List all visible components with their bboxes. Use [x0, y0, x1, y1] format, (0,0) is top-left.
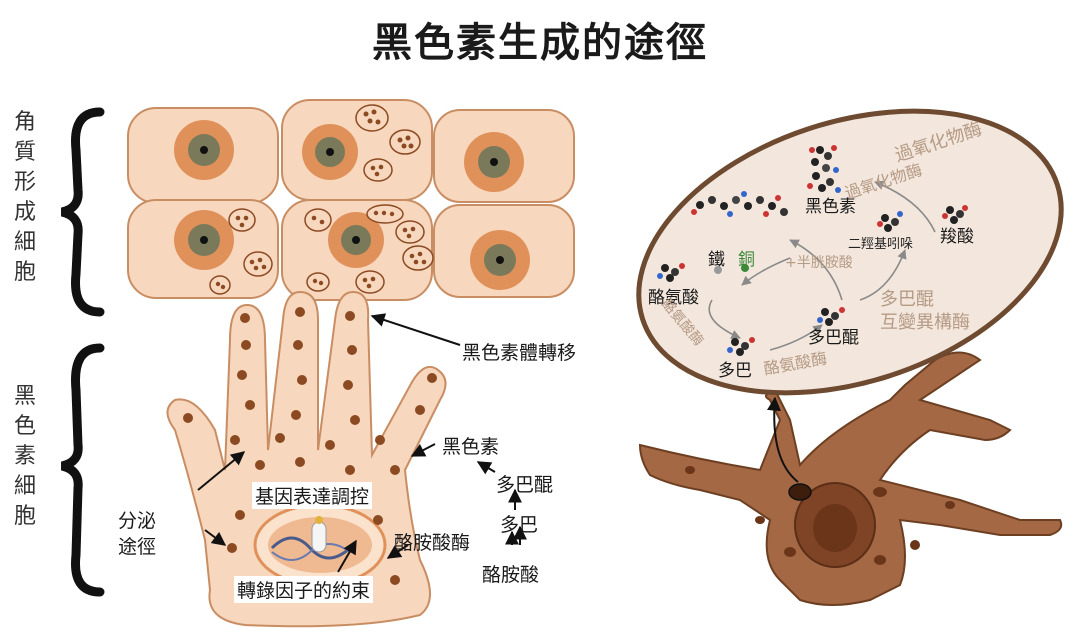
nucleus	[328, 212, 384, 268]
nucleus	[174, 210, 234, 270]
dopaquinone-label: 多巴醌	[496, 474, 554, 496]
nucleus	[470, 230, 530, 290]
melanocyte-label: 黑色素細胞	[13, 384, 36, 529]
melanin-label: 黑色素	[442, 436, 500, 458]
dhi-label: 二羥基吲哚	[848, 237, 914, 252]
carboxylic-acid-label: 羧酸	[940, 227, 974, 247]
transcription-label: 轉錄因子的約束	[234, 576, 374, 603]
secretion-label: 分泌 途徑	[118, 510, 157, 558]
nucleus	[174, 120, 234, 180]
oval-tyrosine-label: 酪氨酸	[648, 288, 699, 308]
melanosomes	[183, 307, 437, 585]
keratinocyte-label: 角質形成細胞	[13, 110, 36, 285]
oval-dopa-label: 多巴	[718, 361, 752, 381]
center-dopaquinone-label: 多巴醌	[808, 328, 859, 348]
melanocyte-cell	[638, 351, 1063, 606]
transfer-label: 黑色素體轉移	[462, 342, 577, 364]
oval-dopaquinone-label: 多巴醌	[880, 289, 934, 310]
iron-label: 鐵	[708, 250, 725, 270]
keratinocyte-brace	[60, 107, 105, 317]
melanosome-zoom-oval	[636, 108, 1064, 396]
keratinocyte-cells	[127, 99, 575, 301]
nucleus	[302, 124, 358, 180]
copper-label: 銅	[738, 250, 755, 270]
molecule-icons	[657, 145, 968, 356]
tyrosine-label: 酪胺酸	[482, 564, 540, 586]
melanocyte-hand	[166, 290, 447, 628]
melanocyte-brace	[60, 343, 105, 597]
cysteine-label: +半胱胺酸	[785, 255, 853, 271]
tyrosinase-label: 酪胺酸酶	[394, 532, 471, 554]
isomerase-label: 互變異構酶	[880, 312, 970, 333]
nucleus	[464, 132, 524, 192]
page-title: 黑色素生成的途徑	[372, 20, 708, 66]
gene-expression-label: 基因表達調控	[252, 482, 373, 509]
dopa-label: 多巴	[500, 514, 539, 536]
pathway-arrows	[197, 313, 527, 573]
oval-melanin-label: 黑色素	[805, 197, 856, 217]
